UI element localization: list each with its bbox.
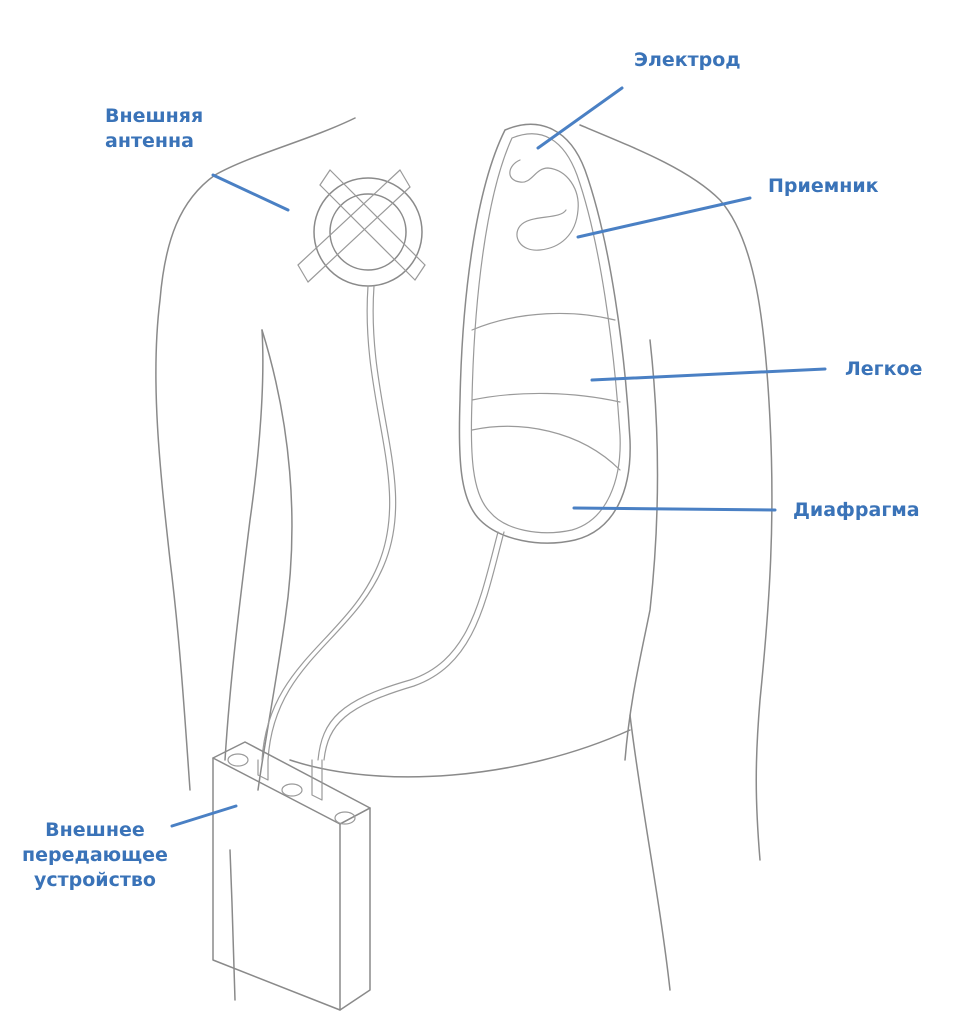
lung-drawing bbox=[459, 124, 630, 543]
leader-external-antenna bbox=[213, 175, 288, 210]
label-external-transmitter: Внешнее передающее устройство bbox=[22, 818, 168, 893]
receiver-drawing bbox=[510, 160, 578, 250]
label-diaphragm: Диафрагма bbox=[793, 498, 920, 523]
label-external-antenna: Внешняя антенна bbox=[105, 104, 203, 154]
leader-external-transmitter bbox=[172, 806, 236, 826]
leader-diaphragm bbox=[574, 508, 775, 510]
transmitter-drawing bbox=[213, 742, 370, 1010]
leader-lung bbox=[592, 369, 825, 380]
leader-receiver bbox=[578, 198, 750, 237]
receiver-cable-inner bbox=[324, 532, 504, 760]
label-electrode: Электрод bbox=[634, 48, 741, 73]
leader-electrode bbox=[538, 88, 622, 148]
antenna-drawing bbox=[262, 170, 425, 760]
body-outline bbox=[156, 118, 772, 1000]
receiver-cable bbox=[318, 532, 498, 760]
label-lung: Легкое bbox=[845, 357, 922, 382]
label-receiver: Приемник bbox=[768, 174, 879, 199]
